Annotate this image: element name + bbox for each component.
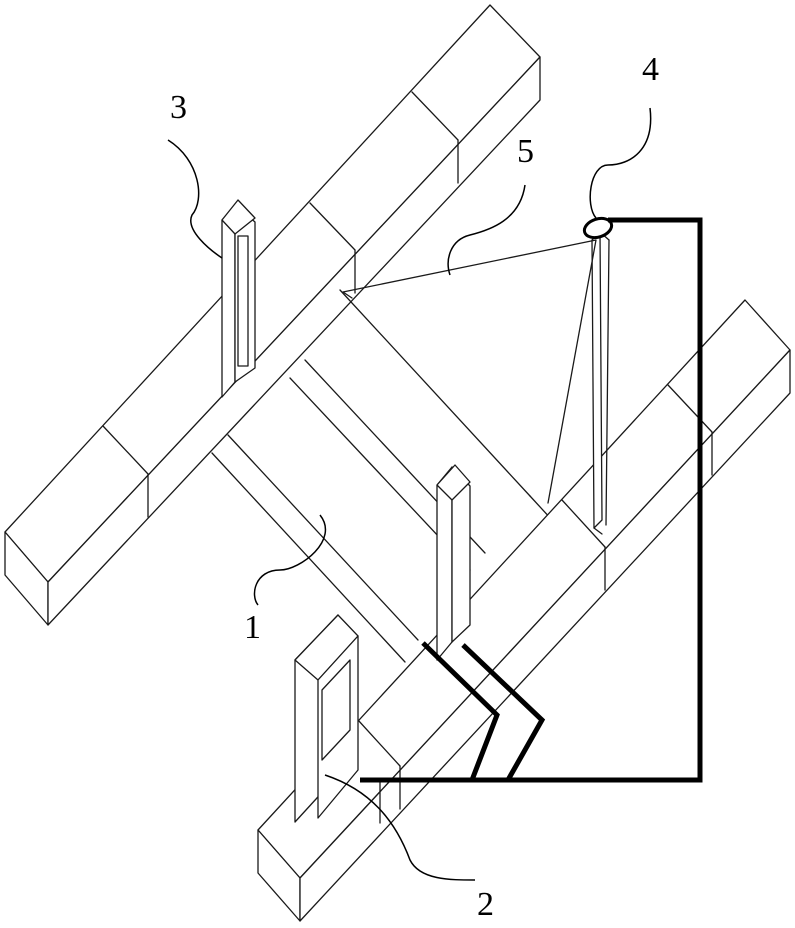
label-3: 3: [170, 89, 187, 126]
label-2: 2: [477, 886, 494, 923]
lamp-post-body: [592, 232, 602, 528]
label-5: 5: [517, 133, 534, 170]
leader-3: [168, 140, 222, 258]
label-4: 4: [642, 51, 659, 88]
post-3: [222, 200, 255, 397]
light-beam-5: [343, 240, 596, 503]
post-3-front: [222, 205, 235, 397]
lower-right-beam: [258, 300, 790, 921]
leader-4: [590, 108, 650, 218]
leader-5: [448, 185, 525, 275]
lamp-post: [592, 232, 609, 534]
post-3-slot: [238, 236, 248, 366]
label-1: 1: [244, 609, 261, 646]
lower-beam-side-face: [300, 350, 790, 921]
